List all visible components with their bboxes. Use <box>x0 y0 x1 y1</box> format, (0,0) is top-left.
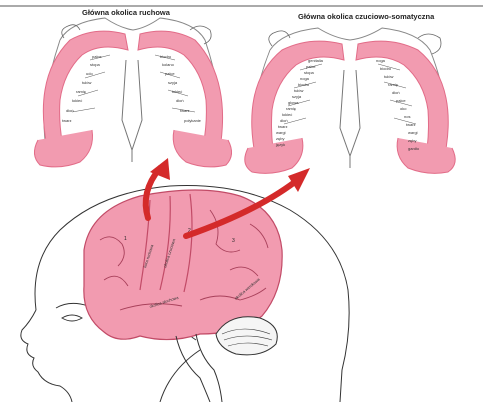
motor-cortex-title: Główna okolica ruchowa <box>82 8 170 17</box>
sensory-label-r10: zęby <box>408 138 416 143</box>
sensory-label-l6: szyja <box>292 94 302 99</box>
sensory-label-l4: biodro <box>298 82 310 87</box>
sensory-label-r0: noga <box>376 58 386 63</box>
sensory-label-l8: ramię <box>286 106 297 111</box>
motor-label-l7: twarz <box>62 118 72 123</box>
sensory-label-l7: głowa <box>288 100 299 105</box>
motor-label-r4: łokieć <box>172 89 182 94</box>
motor-label-r5: dłoń <box>176 98 184 103</box>
sensory-label-r1: biodro <box>380 66 392 71</box>
sensory-label-l12: wargi <box>276 130 286 135</box>
motor-label-l2: udo <box>86 71 93 76</box>
sensory-label-l11: twarz <box>278 124 288 129</box>
motor-coronal-section: palce stopa udo tułów ramię łokieć dłoń … <box>34 18 231 167</box>
sensory-label-l3: noga <box>300 76 310 81</box>
sensory-label-r5: palce <box>396 98 406 103</box>
motor-label-l4: ramię <box>76 89 87 94</box>
brain-number-3: 3 <box>232 238 235 244</box>
motor-label-l6: dłoń <box>66 108 74 113</box>
sensory-label-l5: tułów <box>294 88 303 93</box>
brain-lateral: 1 2 3 kora ruchowa okolica czuciowa okol… <box>84 190 282 402</box>
motor-label-r7: połykanie <box>184 118 202 123</box>
motor-label-r6: twarz <box>180 108 190 113</box>
motor-label-l0: palce <box>92 54 102 59</box>
sensory-label-l9: łokieć <box>282 112 292 117</box>
sensory-label-r7: nos <box>404 114 410 119</box>
sensory-label-l2: stopa <box>304 70 315 75</box>
sensory-label-r8: twarz <box>406 122 416 127</box>
brain-number-1: 1 <box>124 236 127 242</box>
sensory-label-r11: gardło <box>408 146 420 151</box>
sensory-cortex-title: Główna okolica czuciowo-somatyczna <box>298 12 434 21</box>
motor-label-r2: palce <box>165 71 175 76</box>
sensory-label-l10: dłoń <box>280 118 288 123</box>
sensory-label-l0: genitalia <box>308 58 324 63</box>
sensory-label-r3: ramię <box>388 82 399 87</box>
sensory-label-l14: język <box>275 142 285 147</box>
motor-label-l5: łokieć <box>72 98 82 103</box>
sensory-label-l1: palce <box>306 64 316 69</box>
sensory-label-r2: tułów <box>384 74 393 79</box>
sensory-label-r9: wargi <box>408 130 418 135</box>
motor-label-l1: stopa <box>90 62 101 67</box>
sensory-label-l13: zęby <box>276 136 284 141</box>
sensory-coronal-section: genitalia palce stopa noga biodro tułów … <box>245 28 455 173</box>
arrow-sensory-head <box>288 168 310 192</box>
motor-label-r0: biodro <box>160 54 172 59</box>
sensory-label-r6: oko <box>400 106 407 111</box>
sensory-label-r4: dłoń <box>392 90 400 95</box>
motor-label-r3: szyja <box>168 80 178 85</box>
motor-label-r1: kolano <box>162 62 175 67</box>
motor-label-l3: tułów <box>82 80 91 85</box>
